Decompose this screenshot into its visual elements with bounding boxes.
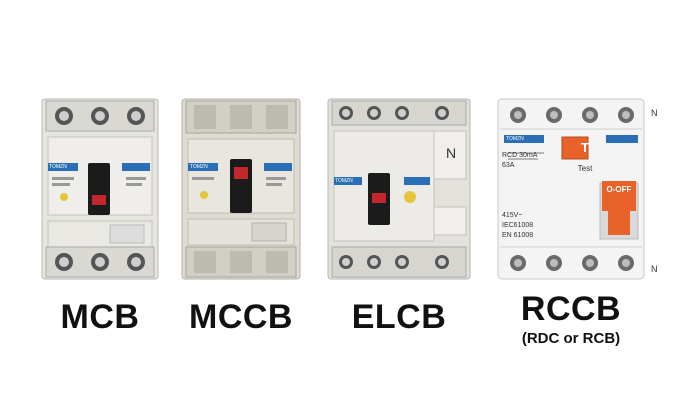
rccb-n-bottom-label: N: [651, 264, 658, 274]
elcb-label: ELCB: [351, 298, 447, 336]
mcb-label: MCB: [60, 298, 140, 336]
elcb-brand-text: TOMZN: [335, 178, 353, 184]
rccb-brand-text: TOMZN: [506, 136, 524, 142]
elcb-device-image: [327, 98, 471, 280]
rccb-test-button-label: T: [581, 140, 589, 155]
rccb-off-label: O-OFF: [606, 185, 632, 194]
rccb-rating-line-2: 63A: [502, 162, 515, 169]
rccb-rating-line-1: RCD 30mA: [502, 152, 538, 159]
mcb-brand-text: TOMZN: [49, 164, 67, 170]
rccb-n-top-label: N: [651, 108, 658, 118]
mccb-device-image: [181, 98, 301, 280]
rccb-sublabel: (RDC or RCB): [521, 330, 621, 347]
rccb-spec-line-1: 415V~: [502, 212, 523, 219]
mcb-device-image: [41, 98, 159, 280]
mccb-label: MCCB: [189, 298, 293, 336]
rccb-test-caption: Test: [577, 164, 593, 173]
rccb-label: RCCB: [520, 290, 622, 328]
rccb-spec-line-3: EN 61008: [502, 232, 534, 239]
rccb-device-image: [497, 98, 645, 280]
elcb-neutral-letter: N: [446, 145, 457, 161]
rccb-spec-line-2: IEC61008: [502, 222, 534, 229]
mccb-brand-text: TOMZN: [190, 164, 208, 170]
